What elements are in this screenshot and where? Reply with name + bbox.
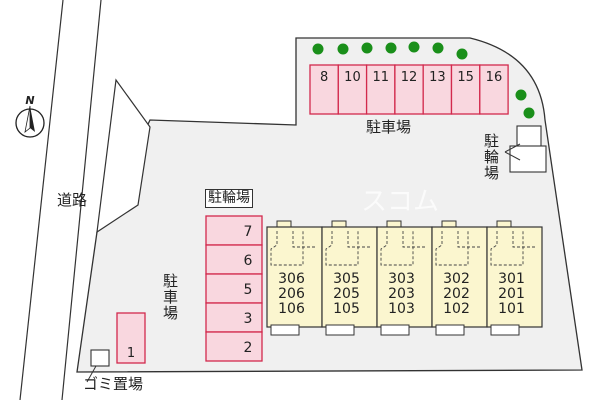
- road-edge-left: [19, 0, 64, 400]
- tree-3: [361, 42, 373, 54]
- parking-top-slot-label: 8: [320, 70, 328, 85]
- watermark-text: スコム: [361, 187, 439, 217]
- road-edge-right: [61, 0, 102, 400]
- north-arrow-icon: [15, 105, 45, 138]
- parking-slot-1-label: 1: [127, 346, 135, 361]
- unit-room-mid: 201: [498, 286, 525, 302]
- parking-top-slot-12: [394, 64, 424, 115]
- unit-room-bot: 101: [498, 301, 525, 317]
- unit-room-top: 303: [388, 271, 415, 287]
- unit-room-mid: 205: [333, 286, 360, 302]
- parking-slot-1: [116, 312, 146, 364]
- parking-top: 8 10 11 12 13 15 16: [309, 64, 509, 115]
- parking-top-slot-label: 15: [457, 70, 474, 85]
- parking-left-slot-2: [205, 331, 263, 362]
- trees: [312, 41, 535, 119]
- parking-top-slot-11: [365, 64, 396, 115]
- unit-room-bot: 102: [443, 301, 470, 317]
- parking-left-label: 駐車場: [161, 273, 179, 321]
- parking-top-slot-8: [309, 64, 339, 115]
- tree-7: [456, 48, 468, 60]
- garbage-box: [90, 349, 110, 367]
- parking-left-slot-label: 7: [244, 224, 253, 240]
- tree-9: [523, 107, 535, 119]
- tree-6: [432, 42, 444, 54]
- parking-left: 7 6 5 3 2: [205, 215, 263, 362]
- parking-top-slot-16: [479, 64, 509, 115]
- tree-5: [408, 41, 420, 53]
- tree-4: [385, 42, 397, 54]
- unit-room-top: 302: [443, 271, 470, 287]
- unit-room-mid: 203: [388, 286, 415, 302]
- parking-top-slot-label: 11: [372, 70, 389, 85]
- tree-2: [337, 43, 349, 55]
- parking-top-slot-label: 12: [401, 70, 418, 85]
- parking-top-slot-label: 16: [486, 70, 503, 85]
- parking-left-slot-6: [205, 244, 263, 275]
- unit-room-top: 305: [333, 271, 360, 287]
- apartment-building: 3062061063052051053032031033022021023012…: [266, 220, 543, 336]
- site-corner-wedge: [96, 78, 151, 234]
- unit-room-bot: 105: [333, 301, 360, 317]
- bike-shelter-right: [504, 125, 547, 173]
- bike-parking-left-label: 駐輪場: [205, 189, 253, 208]
- parking-left-slot-label: 6: [244, 253, 253, 269]
- unit-room-mid: 202: [443, 286, 470, 302]
- tree-1: [312, 43, 324, 55]
- parking-left-slot-5: [205, 273, 263, 304]
- unit-room-bot: 103: [388, 301, 415, 317]
- parking-left-slot-7: [205, 215, 263, 246]
- bike-parking-right-label: 駐輪場: [482, 133, 500, 181]
- north-label: N: [25, 94, 34, 107]
- unit-room-mid: 206: [278, 286, 305, 302]
- garbage-pointer: [86, 365, 97, 383]
- parking-top-slot-13: [422, 64, 453, 115]
- parking-left-slot-3: [205, 302, 263, 333]
- road-label: 道路: [57, 191, 88, 209]
- garbage-label: ゴミ置場: [83, 375, 144, 393]
- parking-left-slot-label: 3: [244, 311, 253, 327]
- parking-top-label: 駐車場: [366, 118, 412, 136]
- parking-top-slot-label: 10: [344, 70, 361, 85]
- parking-top-slot-label: 13: [429, 70, 446, 85]
- tree-8: [515, 89, 527, 101]
- unit-room-bot: 106: [278, 301, 305, 317]
- unit-room-top: 301: [498, 271, 525, 287]
- parking-top-slot-10: [337, 64, 368, 115]
- unit-room-top: 306: [278, 271, 305, 287]
- parking-left-slot-label: 5: [244, 282, 253, 298]
- parking-left-slot-label: 2: [244, 340, 253, 356]
